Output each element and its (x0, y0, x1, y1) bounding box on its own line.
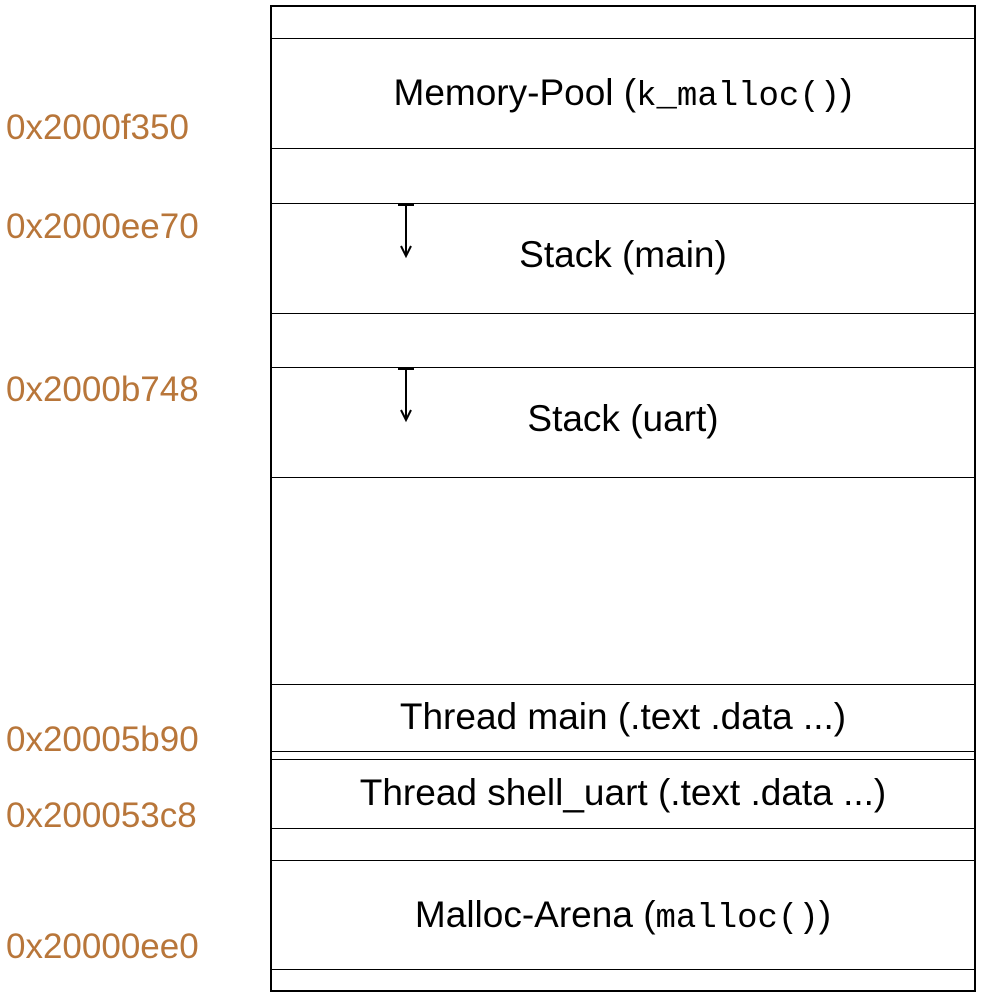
memory-pool-close-paren: ) (840, 72, 853, 113)
memory-pool-open-paren: ( (623, 72, 637, 113)
region-divider (272, 313, 974, 314)
region-malloc-arena: Malloc-Arena (malloc()) (272, 893, 974, 941)
region-divider (272, 969, 974, 970)
memory-pool-name: Memory-Pool (393, 72, 614, 113)
region-divider (272, 759, 974, 760)
address-label-thread-main: 0x20005b90 (6, 720, 199, 759)
region-thread-shell-uart: Thread shell_uart (.text .data ...) (359, 772, 887, 813)
region-stack-uart: Stack (uart) (527, 398, 719, 439)
region-divider (272, 38, 974, 39)
region-divider (272, 828, 974, 829)
address-label-stack-uart: 0x2000b748 (6, 370, 199, 409)
region-divider (272, 367, 974, 368)
region-memory-pool: Memory-Pool (k_malloc()) (272, 71, 974, 119)
region-divider (272, 148, 974, 149)
address-label-stack-main: 0x2000ee70 (6, 207, 199, 246)
malloc-arena-close-paren: ) (818, 894, 832, 935)
region-thread-main: Thread main (.text .data ...) (399, 696, 847, 737)
address-label-thread-shell-uart: 0x200053c8 (6, 796, 197, 835)
malloc-arena-function: malloc() (655, 900, 819, 938)
region-divider (272, 684, 974, 685)
down-arrow-icon (398, 204, 414, 259)
memory-pool-function: k_malloc() (636, 78, 841, 116)
malloc-arena-open-paren: ( (643, 894, 656, 935)
region-divider (272, 751, 974, 752)
address-label-memory-pool: 0x2000f350 (6, 108, 189, 147)
malloc-arena-name: Malloc-Arena (414, 894, 633, 935)
region-divider (272, 477, 974, 478)
down-arrow-icon (398, 368, 414, 423)
address-label-malloc-arena: 0x20000ee0 (6, 927, 199, 966)
region-stack-main: Stack (main) (519, 234, 727, 275)
region-divider (272, 860, 974, 861)
memory-map: Memory-Pool (k_malloc()) Stack (main) St… (270, 5, 976, 992)
region-divider (272, 203, 974, 204)
